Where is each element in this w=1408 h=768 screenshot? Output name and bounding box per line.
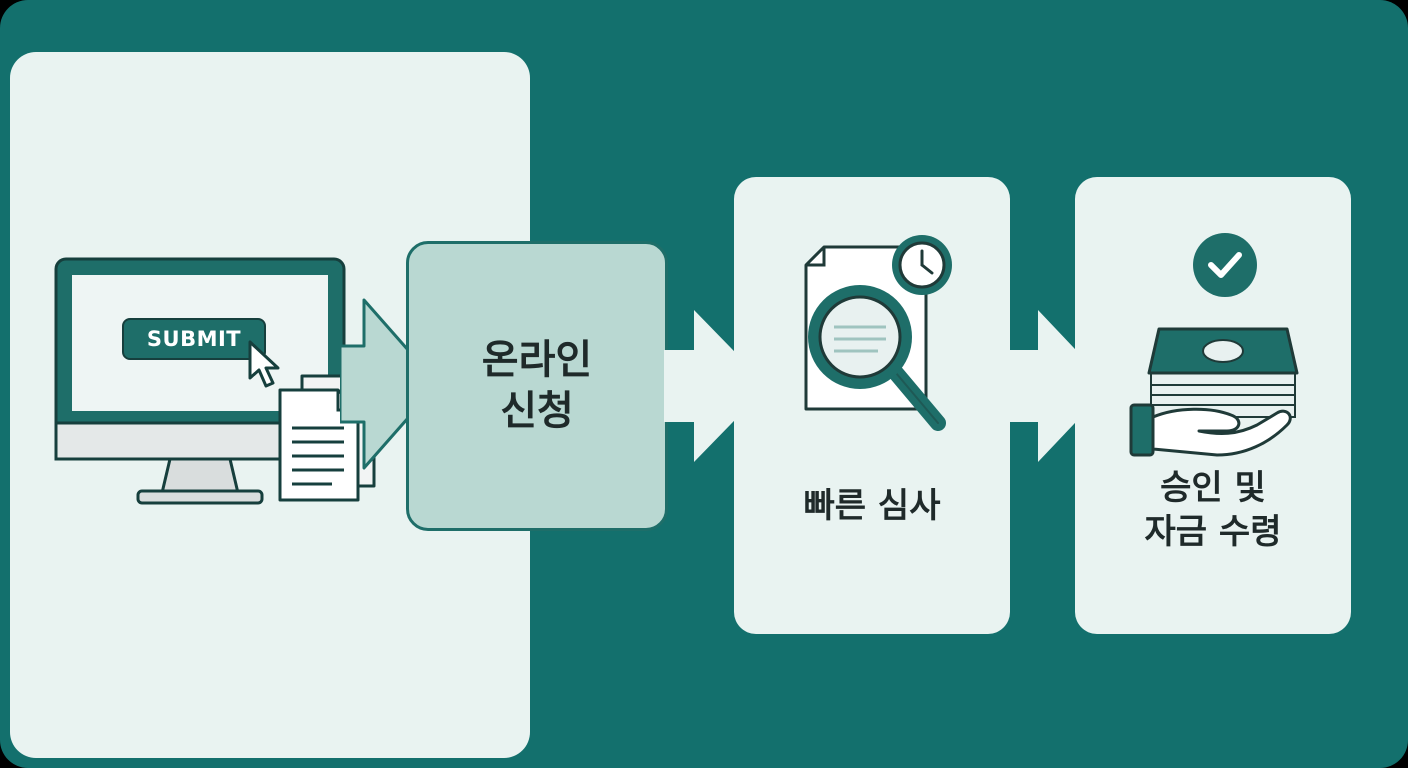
step-review-label: 빠른 심사 [803, 486, 941, 526]
mouse-cursor-icon [248, 340, 280, 388]
flow-arrow-1 [340, 298, 440, 470]
step-apply-label: 온라인 신청 [481, 336, 593, 434]
step-approve-box: 승인 및 자금 수령 [1075, 177, 1351, 634]
step-apply-box: 온라인 신청 [406, 241, 668, 531]
submit-button[interactable]: SUBMIT [122, 318, 266, 360]
step-review-box: 빠른 심사 [734, 177, 1010, 634]
document-magnifier-clock-icon [804, 235, 952, 431]
flow-arrow-3 [1006, 310, 1110, 462]
flow-arrow-2 [664, 310, 768, 462]
step-approve-label: 승인 및 자금 수령 [1144, 468, 1282, 552]
submit-button-label: SUBMIT [146, 327, 242, 351]
hand-money-check-icon [1129, 233, 1299, 457]
